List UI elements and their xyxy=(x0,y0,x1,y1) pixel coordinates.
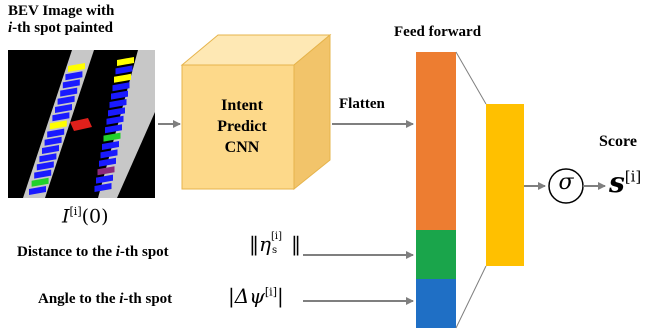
distance-scripts: [i] s xyxy=(271,231,291,256)
parking-slot xyxy=(42,145,59,154)
parking-slot xyxy=(36,161,54,171)
parking-slot xyxy=(103,132,121,142)
parking-slot xyxy=(52,112,70,122)
parking-slot xyxy=(60,87,78,97)
norm-bar-right: ‖ xyxy=(290,232,301,256)
angle-label: Angle to the i-th spot xyxy=(38,291,172,308)
parking-slot xyxy=(49,120,67,130)
cnn-label: Intent Predict CNN xyxy=(190,95,294,158)
angle-sup: [i] xyxy=(264,285,277,299)
parking-slot xyxy=(109,99,127,108)
angle-label-suffix: -th spot xyxy=(123,291,173,307)
bev-title: BEV Image with i-th spot painted xyxy=(8,3,114,38)
flatten-label: Flatten xyxy=(339,96,385,112)
cnn-label-line3: CNN xyxy=(224,139,260,156)
ego-car xyxy=(70,118,92,131)
parking-slot xyxy=(44,136,62,146)
parking-slot xyxy=(111,90,128,100)
score-formula: s[i] xyxy=(609,166,641,199)
score-symbol: s xyxy=(609,166,625,199)
cnn-label-line2: Predict xyxy=(217,118,267,135)
distance-label-italic-i: i xyxy=(115,244,120,260)
parking-slot xyxy=(115,65,133,75)
ff-angle-feature xyxy=(416,279,456,328)
sigma-symbol: σ xyxy=(558,170,574,195)
angle-label-prefix: Angle to the xyxy=(38,291,120,307)
cnn-block xyxy=(180,33,332,191)
angle-label-italic-i: i xyxy=(119,291,124,307)
parking-slot xyxy=(108,107,125,117)
parking-slot xyxy=(99,157,116,167)
distance-eta: η xyxy=(259,232,271,256)
caption-sup: [i] xyxy=(69,205,82,218)
caption-symbol: I xyxy=(62,205,70,228)
parking-slot xyxy=(97,166,115,176)
distance-label: Distance to the i-th spot xyxy=(17,244,169,261)
parking-slot xyxy=(29,186,46,195)
parking-slot xyxy=(100,149,118,159)
ff-connection-top xyxy=(455,51,487,105)
distance-label-suffix: -th spot xyxy=(119,244,169,260)
distance-sub: s xyxy=(271,244,278,256)
parking-slot xyxy=(34,169,52,179)
distance-sup: [i] xyxy=(270,230,282,242)
score-label: Score xyxy=(599,133,637,150)
parking-slot xyxy=(117,57,134,66)
bev-image xyxy=(8,50,155,198)
ff-layer-1 xyxy=(416,52,456,328)
parking-slot xyxy=(106,115,124,125)
parking-slot xyxy=(65,71,83,81)
parking-slot xyxy=(114,73,131,83)
parking-slots-left xyxy=(29,63,85,195)
bev-title-line2: -th spot painted xyxy=(12,20,114,37)
parking-slot xyxy=(105,124,122,134)
parking-slot xyxy=(57,95,75,105)
cnn-front-face xyxy=(181,64,295,190)
parking-slot xyxy=(31,177,49,187)
parking-slot xyxy=(62,79,80,89)
parking-slot xyxy=(96,174,113,184)
parking-slot xyxy=(55,104,72,113)
ff-connection-bottom xyxy=(455,265,487,329)
ff-layer-2 xyxy=(486,104,524,266)
cnn-label-line1: Intent xyxy=(221,97,263,114)
ff-cnn-features xyxy=(416,52,456,230)
parking-slot xyxy=(94,183,112,192)
distance-label-prefix: Distance to the xyxy=(17,244,116,260)
caption-arg: (0) xyxy=(81,205,109,228)
distance-formula: ‖η[i]s‖ xyxy=(249,231,301,256)
norm-bar-left: ‖ xyxy=(249,232,259,256)
feed-forward-label: Feed forward xyxy=(394,24,482,40)
parking-slot xyxy=(47,128,65,138)
parking-slots-right xyxy=(94,57,134,192)
parking-slot xyxy=(39,153,57,163)
bev-title-line1: BEV Image with xyxy=(8,3,115,19)
bev-title-italic-i: i xyxy=(8,20,13,37)
parking-slot xyxy=(68,63,85,72)
parking-slot xyxy=(112,82,130,92)
angle-delta-psi: Δψ xyxy=(234,284,265,308)
ff-distance-feature xyxy=(416,230,456,279)
bev-caption: I[i](0) xyxy=(62,205,109,227)
angle-formula: |Δψ[i]| xyxy=(228,284,284,308)
parking-slot xyxy=(102,141,119,150)
abs-bar-right: | xyxy=(277,284,284,308)
abs-bar-left: | xyxy=(228,284,235,308)
score-sup: [i] xyxy=(624,167,642,186)
